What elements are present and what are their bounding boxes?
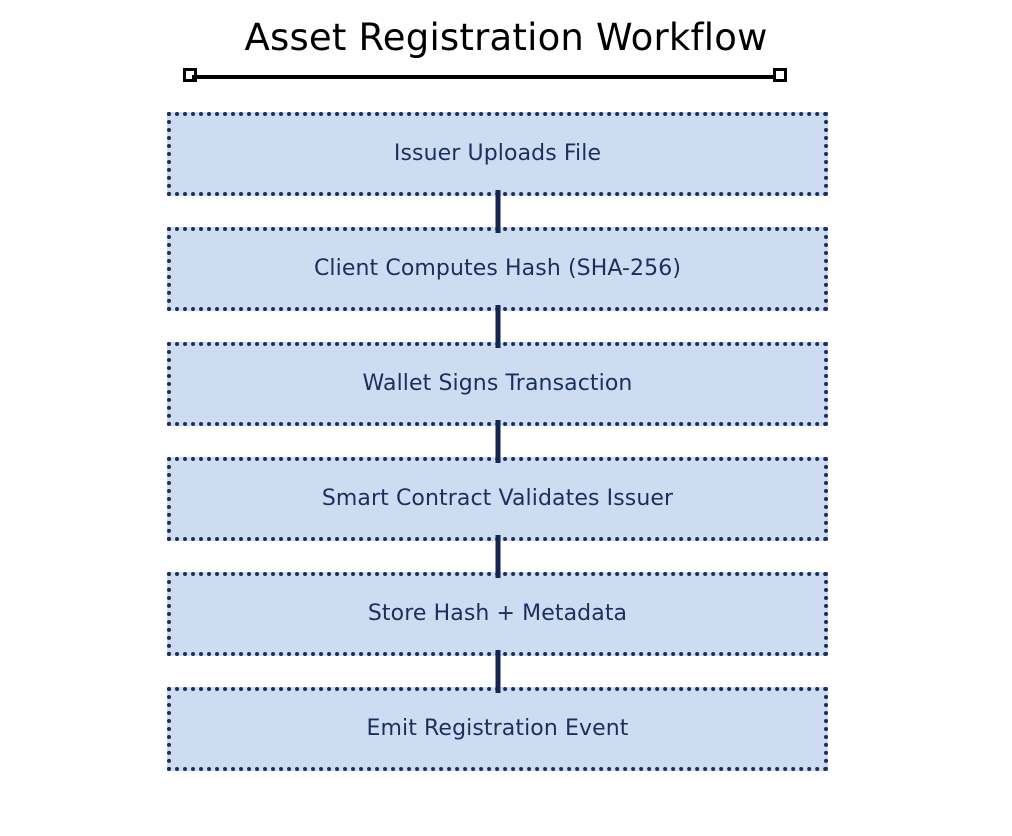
title-rule-right-handle-icon[interactable]	[773, 68, 787, 82]
node-label: Wallet Signs Transaction	[362, 371, 633, 396]
connector-n5-n6	[167, 650, 828, 693]
flow-node-client-computes-hash: Client Computes Hash (SHA-256)	[167, 227, 828, 311]
connector-n1-n2	[167, 190, 828, 233]
connector-line	[495, 650, 500, 693]
node-box[interactable]: Store Hash + Metadata	[167, 572, 828, 656]
connector-line	[495, 190, 500, 233]
node-box[interactable]: Client Computes Hash (SHA-256)	[167, 227, 828, 311]
node-label: Emit Registration Event	[366, 716, 629, 741]
connector-line	[495, 535, 500, 578]
flowchart-body: Issuer Uploads File Client Computes Hash…	[167, 112, 828, 771]
node-box[interactable]: Wallet Signs Transaction	[167, 342, 828, 426]
connector-line	[495, 420, 500, 463]
diagram-title-block: Asset Registration Workflow	[0, 16, 1012, 60]
connector-n2-n3	[167, 305, 828, 348]
flow-node-issuer-uploads-file: Issuer Uploads File	[167, 112, 828, 196]
node-label: Client Computes Hash (SHA-256)	[313, 256, 682, 281]
page-title: Asset Registration Workflow	[244, 16, 768, 59]
flow-node-smart-contract-validates-issuer: Smart Contract Validates Issuer	[167, 457, 828, 541]
node-label: Issuer Uploads File	[393, 141, 602, 166]
flow-node-store-hash-metadata: Store Hash + Metadata	[167, 572, 828, 656]
node-box[interactable]: Emit Registration Event	[167, 687, 828, 771]
node-box[interactable]: Smart Contract Validates Issuer	[167, 457, 828, 541]
node-box[interactable]: Issuer Uploads File	[167, 112, 828, 196]
flow-node-emit-registration-event: Emit Registration Event	[167, 687, 828, 771]
node-label: Store Hash + Metadata	[367, 601, 628, 626]
connector-n4-n5	[167, 535, 828, 578]
connector-line	[495, 305, 500, 348]
node-label: Smart Contract Validates Issuer	[321, 486, 674, 511]
title-underline	[183, 68, 787, 82]
flow-node-wallet-signs-transaction: Wallet Signs Transaction	[167, 342, 828, 426]
connector-n3-n4	[167, 420, 828, 463]
title-rule-line	[192, 75, 778, 79]
